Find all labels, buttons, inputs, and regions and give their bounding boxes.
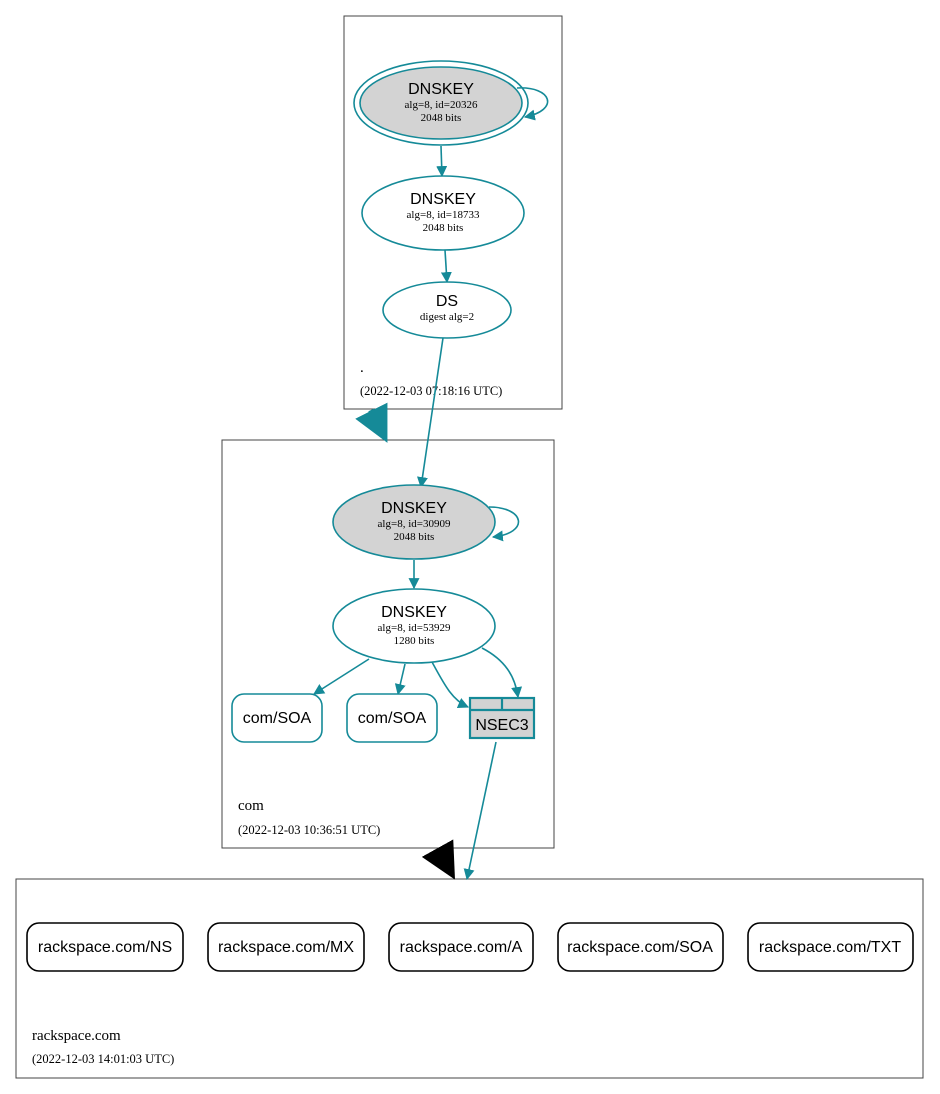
node-com-nsec3-label: NSEC3 [475,717,528,734]
zone-rackspace-name: rackspace.com [32,1028,121,1044]
edge-com-zsk-soa1 [313,658,370,695]
zone-com-timestamp: (2022-12-03 10:36:51 UTC) [238,823,380,837]
edge-com-ksk-self [488,506,520,542]
record-rackspace-mx[interactable]: rackspace.com/MX [207,922,365,972]
edge-com-zsk-soa2 [394,663,406,696]
node-com-ksk-id: alg=8, id=30909 [378,518,451,530]
node-root-ksk-bits: 2048 bits [421,112,462,124]
delegation-com-rackspace [421,839,455,880]
node-com-nsec3[interactable]: NSEC3 [468,696,536,740]
node-com-ksk-bits: 2048 bits [394,531,435,543]
node-root-ksk-title: DNSKEY [408,81,474,98]
delegation-root-com [355,402,388,443]
record-rackspace-a-label: rackspace.com/A [400,939,523,956]
node-com-soa-1-label: com/SOA [243,710,312,727]
record-rackspace-txt[interactable]: rackspace.com/TXT [747,922,914,972]
node-root-zsk[interactable]: DNSKEY alg=8, id=18733 2048 bits [361,175,525,251]
zone-com-name: com [238,798,264,814]
node-com-zsk-bits: 1280 bits [394,635,435,647]
edge-com-zsk-nsec3-b [481,647,523,699]
zone-rackspace-box [15,878,924,1079]
record-rackspace-a[interactable]: rackspace.com/A [388,922,534,972]
node-com-ksk[interactable]: DNSKEY alg=8, id=30909 2048 bits [332,484,496,560]
edge-nsec3-rackspace [463,741,497,881]
record-rackspace-soa-label: rackspace.com/SOA [567,939,713,956]
node-com-soa-2[interactable]: com/SOA [346,693,438,743]
zone-com-box [221,439,555,849]
node-com-soa-1[interactable]: com/SOA [231,693,323,743]
zone-root-box [343,15,563,410]
node-root-zsk-id: alg=8, id=18733 [407,209,480,221]
record-rackspace-txt-label: rackspace.com/TXT [759,939,901,956]
edge-root-zsk-ds [440,249,452,284]
node-root-ds-digest: digest alg=2 [420,311,474,323]
node-com-zsk-title: DNSKEY [381,604,447,621]
node-root-zsk-bits: 2048 bits [423,222,464,234]
node-root-ds[interactable]: DS digest alg=2 [382,281,512,339]
zone-root-timestamp: (2022-12-03 07:18:16 UTC) [360,384,502,398]
node-com-zsk-id: alg=8, id=53929 [378,622,451,634]
record-rackspace-soa[interactable]: rackspace.com/SOA [557,922,724,972]
record-rackspace-ns-label: rackspace.com/NS [38,939,172,956]
node-root-ksk-id: alg=8, id=20326 [405,99,478,111]
zone-rackspace-timestamp: (2022-12-03 14:01:03 UTC) [32,1052,174,1066]
edge-ds-com-ksk [417,337,444,489]
node-root-zsk-title: DNSKEY [410,191,476,208]
edge-root-ksk-self [516,87,549,121]
node-com-soa-2-label: com/SOA [358,710,427,727]
node-com-zsk[interactable]: DNSKEY alg=8, id=53929 1280 bits [332,588,496,664]
zone-root-name: . [360,360,364,376]
edge-com-zsk-nsec3-a [431,661,470,709]
node-root-ds-title: DS [436,293,458,310]
record-rackspace-mx-label: rackspace.com/MX [218,939,354,956]
record-rackspace-ns[interactable]: rackspace.com/NS [26,922,184,972]
node-root-ksk[interactable]: DNSKEY alg=8, id=20326 2048 bits [353,60,529,146]
node-com-ksk-title: DNSKEY [381,500,447,517]
edge-root-ksk-zsk [436,145,448,178]
